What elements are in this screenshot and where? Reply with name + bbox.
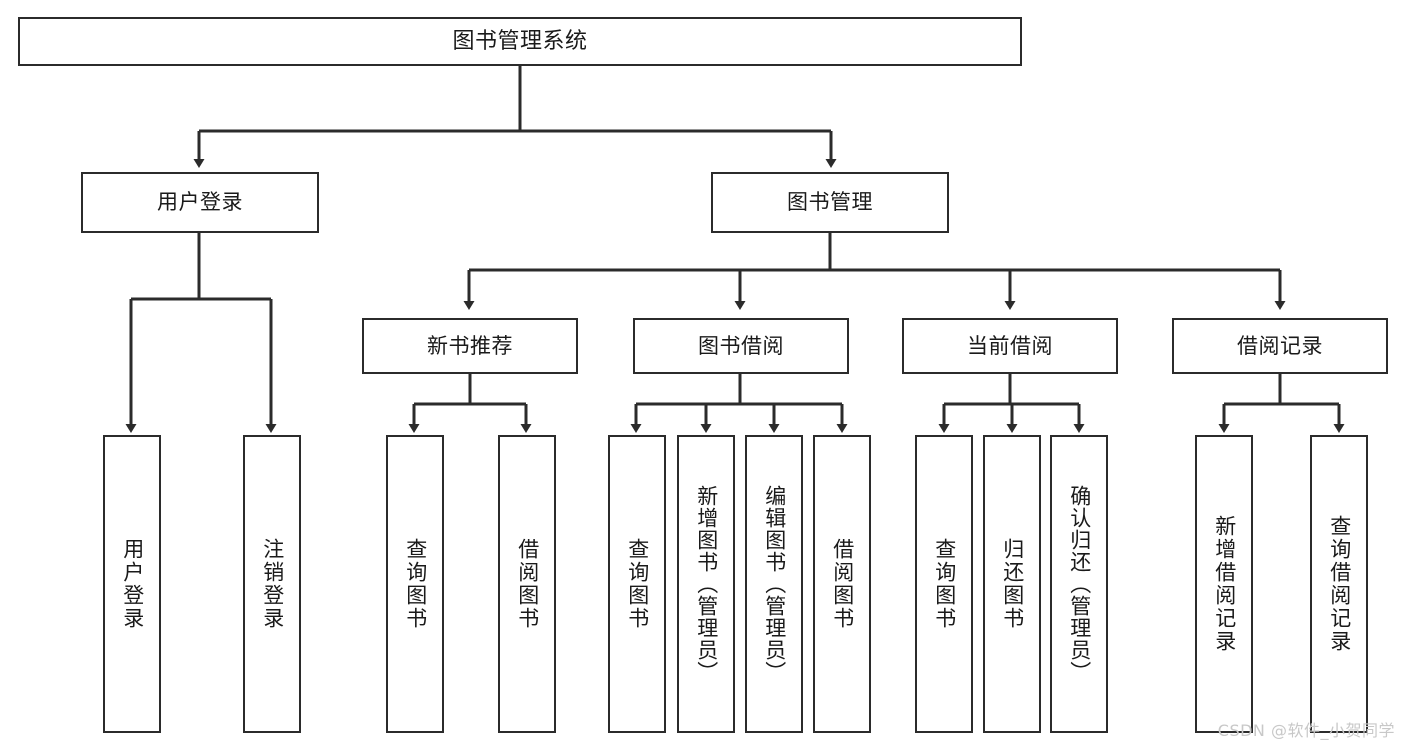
node-label: 图书管理 — [787, 190, 873, 215]
csdn-watermark: CSDN @软件_小贺同学 — [1217, 721, 1395, 740]
node-label: 归还图书 — [1000, 538, 1025, 630]
leaf-logout-login[interactable]: 注销登录 — [243, 435, 301, 733]
node-label: 用户登录 — [120, 538, 145, 630]
node-label: 新增图书（管理员） — [694, 485, 719, 683]
node-label: 当前借阅 — [967, 333, 1053, 358]
node-book-borrow[interactable]: 图书借阅 — [633, 318, 849, 374]
node-borrow-record[interactable]: 借阅记录 — [1172, 318, 1388, 374]
node-book-management-system[interactable]: 图书管理系统 — [18, 17, 1022, 66]
node-label: 图书管理系统 — [452, 28, 588, 54]
leaf-query-borrow-record[interactable]: 查询借阅记录 — [1310, 435, 1368, 733]
leaf-confirm-return-admin[interactable]: 确认归还（管理员） — [1050, 435, 1108, 733]
node-label: 新增借阅记录 — [1212, 515, 1237, 653]
leaf-edit-book-admin[interactable]: 编辑图书（管理员） — [745, 435, 803, 733]
node-current-borrow[interactable]: 当前借阅 — [902, 318, 1118, 374]
leaf-user-login[interactable]: 用户登录 — [103, 435, 161, 733]
node-label: 查询图书 — [625, 538, 650, 630]
node-label: 确认归还（管理员） — [1067, 485, 1092, 683]
node-label: 图书借阅 — [698, 333, 784, 358]
node-label: 注销登录 — [260, 538, 285, 630]
node-user-login[interactable]: 用户登录 — [81, 172, 319, 233]
node-label: 查询图书 — [932, 538, 957, 630]
node-label: 查询借阅记录 — [1327, 515, 1352, 653]
node-label: 借阅图书 — [515, 538, 540, 630]
leaf-query-book-1[interactable]: 查询图书 — [386, 435, 444, 733]
node-label: 借阅记录 — [1237, 333, 1323, 358]
node-new-book-recommend[interactable]: 新书推荐 — [362, 318, 578, 374]
node-label: 编辑图书（管理员） — [762, 485, 787, 683]
leaf-borrow-book-2[interactable]: 借阅图书 — [813, 435, 871, 733]
leaf-add-book-admin[interactable]: 新增图书（管理员） — [677, 435, 735, 733]
leaf-return-book[interactable]: 归还图书 — [983, 435, 1041, 733]
leaf-query-book-2[interactable]: 查询图书 — [608, 435, 666, 733]
node-label: 用户登录 — [157, 190, 243, 215]
node-label: 查询图书 — [403, 538, 428, 630]
node-book-management[interactable]: 图书管理 — [711, 172, 949, 233]
node-label: 新书推荐 — [427, 333, 513, 358]
leaf-query-book-3[interactable]: 查询图书 — [915, 435, 973, 733]
node-label: 借阅图书 — [830, 538, 855, 630]
leaf-borrow-book-1[interactable]: 借阅图书 — [498, 435, 556, 733]
leaf-add-borrow-record[interactable]: 新增借阅记录 — [1195, 435, 1253, 733]
